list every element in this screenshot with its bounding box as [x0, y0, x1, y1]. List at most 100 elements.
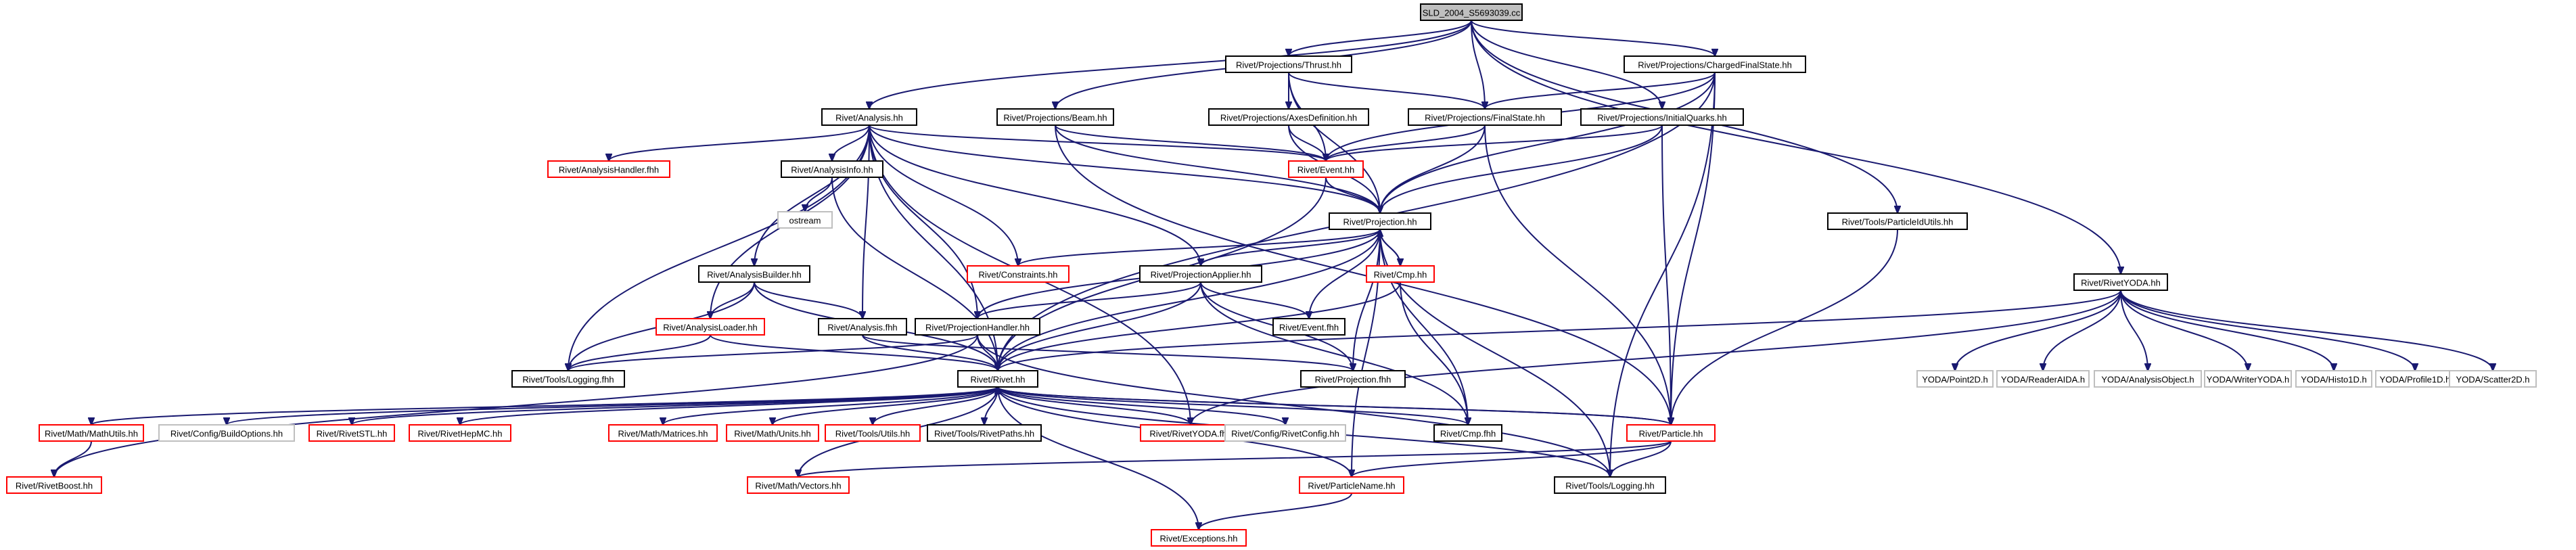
node-box — [777, 211, 833, 229]
node-box — [821, 108, 917, 126]
node-analysishandler[interactable]: Rivet/AnalysisHandler.fhh — [547, 160, 670, 178]
node-exceptions[interactable]: Rivet/Exceptions.hh — [1151, 529, 1247, 547]
edge-projection-to-cmpfhh — [1379, 229, 1468, 425]
node-buildoptions[interactable]: Rivet/Config/BuildOptions.hh — [158, 424, 295, 442]
node-eventfhh[interactable]: Rivet/Event.fhh — [1272, 318, 1346, 336]
edge-projection-to-rivethh — [998, 229, 1381, 371]
node-matrices[interactable]: Rivet/Math/Matrices.hh — [608, 424, 718, 442]
node-box — [818, 318, 907, 336]
node-analysisbuilder[interactable]: Rivet/AnalysisBuilder.hh — [698, 265, 810, 283]
node-analysisinfo[interactable]: Rivet/AnalysisInfo.hh — [781, 160, 883, 178]
edge-projectionapplier-to-rivethh — [998, 281, 1201, 371]
edge-beam-to-particlehh — [1055, 124, 1671, 425]
edge-projection-to-projectionapplier — [1201, 229, 1381, 266]
node-toolsutils[interactable]: Rivet/Tools/Utils.hh — [825, 424, 921, 442]
edge-analysis-to-analysishandler — [609, 124, 870, 161]
edge-root-to-chargedfs — [1471, 20, 1715, 56]
node-cmpfhh[interactable]: Rivet/Cmp.fhh — [1433, 424, 1502, 442]
node-constraints[interactable]: Rivet/Constraints.hh — [967, 265, 1070, 283]
node-label: Rivet/Projection.hh — [1343, 217, 1417, 227]
node-rivethepmc[interactable]: Rivet/RivetHepMC.hh — [409, 424, 511, 442]
node-particlehh[interactable]: Rivet/Particle.hh — [1626, 424, 1716, 442]
edge-rivetyodahh-to-yodareaderaida — [2043, 290, 2121, 371]
node-analysisfhh[interactable]: Rivet/Analysis.fhh — [818, 318, 907, 336]
node-thrust[interactable]: Rivet/Projections/Thrust.hh — [1225, 55, 1352, 73]
edge-beam-to-projection — [1055, 124, 1380, 213]
node-rivetstl[interactable]: Rivet/RivetSTL.hh — [308, 424, 395, 442]
edge-rivetyodahh-to-yodawriteryoda — [2120, 290, 2248, 371]
node-analysis[interactable]: Rivet/Analysis.hh — [821, 108, 917, 126]
edge-analysis-to-analysisinfo — [832, 124, 870, 161]
node-rivethh[interactable]: Rivet/Rivet.hh — [957, 370, 1038, 388]
node-cmphh[interactable]: Rivet/Cmp.hh — [1366, 265, 1435, 283]
edge-analysis-to-analysisbuilder — [754, 124, 870, 266]
node-finalstate[interactable]: Rivet/Projections/FinalState.hh — [1408, 108, 1562, 126]
edge-rivetyodahh-to-yodaanalysisobject — [2120, 290, 2148, 371]
node-label: Rivet/Analysis.hh — [835, 113, 903, 123]
edge-finalstate-to-particlehh — [1484, 124, 1671, 425]
edge-projection-to-eventfhh — [1309, 229, 1381, 319]
node-rivetpaths[interactable]: Rivet/Tools/RivetPaths.hh — [927, 424, 1042, 442]
edge-particleidutils-to-particlehh — [1671, 229, 1898, 425]
node-axesdef[interactable]: Rivet/Projections/AxesDefinition.hh — [1208, 108, 1369, 126]
node-box — [957, 370, 1038, 388]
node-box — [547, 160, 670, 178]
node-box — [747, 476, 850, 494]
node-label: Rivet/Tools/Utils.hh — [835, 429, 911, 439]
node-projectionfhh[interactable]: Rivet/Projection.fhh — [1300, 370, 1406, 388]
node-label: Rivet/Projections/ChargedFinalState.hh — [1638, 60, 1792, 70]
node-yodawriteryoda[interactable]: YODA/WriterYODA.h — [2204, 370, 2292, 388]
edge-particlename-to-exceptions — [1199, 492, 1352, 530]
edge-chargedfs-to-finalstate — [1485, 72, 1716, 109]
node-mathutils[interactable]: Rivet/Math/MathUtils.hh — [39, 424, 144, 442]
edge-initialquarks-to-event — [1326, 124, 1663, 161]
edge-thrust-to-projection — [1288, 72, 1380, 213]
edge-rivethh-to-rivetconfig — [997, 386, 1285, 425]
node-yodaprofile1d[interactable]: YODA/Profile1D.h — [2375, 370, 2455, 388]
node-event[interactable]: Rivet/Event.hh — [1288, 160, 1364, 178]
node-yodahisto1d[interactable]: YODA/Histo1D.h — [2295, 370, 2372, 388]
node-box — [608, 424, 718, 442]
node-box — [1300, 370, 1406, 388]
node-projection[interactable]: Rivet/Projection.hh — [1329, 212, 1431, 230]
edge-projectionhandler-to-logginghh — [977, 334, 1610, 477]
node-box — [656, 318, 765, 336]
node-label: YODA/Point2D.h — [1922, 375, 1988, 385]
node-projectionapplier[interactable]: Rivet/ProjectionApplier.hh — [1139, 265, 1262, 283]
node-chargedfs[interactable]: Rivet/Projections/ChargedFinalState.hh — [1624, 55, 1806, 73]
edge-projection-to-projectionfhh — [1353, 229, 1381, 371]
node-yodapoint2d[interactable]: YODA/Point2D.h — [1916, 370, 1994, 388]
node-particlename[interactable]: Rivet/ParticleName.hh — [1299, 476, 1404, 494]
node-box — [781, 160, 883, 178]
nodes-layer: SLD_2004_S5693039.ccRivet/Projections/Th… — [6, 3, 2537, 547]
node-label: Rivet/ProjectionHandler.hh — [925, 323, 1030, 333]
node-units[interactable]: Rivet/Math/Units.hh — [726, 424, 819, 442]
node-vectors[interactable]: Rivet/Math/Vectors.hh — [747, 476, 850, 494]
node-initialquarks[interactable]: Rivet/Projections/InitialQuarks.hh — [1580, 108, 1744, 126]
node-rivetyodahh[interactable]: Rivet/RivetYODA.hh — [2073, 273, 2168, 291]
edge-chargedfs-to-particlehh — [1671, 72, 1716, 425]
node-yodaanalysisobject[interactable]: YODA/AnalysisObject.h — [2094, 370, 2202, 388]
edge-root-to-thrust — [1289, 20, 1472, 56]
node-box — [1329, 212, 1431, 230]
node-particleidutils[interactable]: Rivet/Tools/ParticleIdUtils.hh — [1827, 212, 1968, 230]
node-rivetconfig[interactable]: Rivet/Config/RivetConfig.hh — [1224, 424, 1346, 442]
node-loggingfhh[interactable]: Rivet/Tools/Logging.fhh — [511, 370, 625, 388]
edge-root-to-rivetyodahh — [1471, 20, 2121, 274]
node-rivetyodafhh[interactable]: Rivet/RivetYODA.fhh — [1140, 424, 1241, 442]
node-label: YODA/Histo1D.h — [2301, 375, 2367, 385]
node-rivetboost[interactable]: Rivet/RivetBoost.hh — [6, 476, 102, 494]
node-ostream[interactable]: ostream — [777, 211, 833, 229]
node-logginghh[interactable]: Rivet/Tools/Logging.hh — [1554, 476, 1666, 494]
node-label: Rivet/Projections/InitialQuarks.hh — [1597, 113, 1726, 123]
node-root[interactable]: SLD_2004_S5693039.cc — [1420, 3, 1523, 21]
node-label: Rivet/RivetYODA.fhh — [1149, 429, 1231, 439]
node-projectionhandler[interactable]: Rivet/ProjectionHandler.hh — [915, 318, 1040, 336]
node-label: ostream — [789, 216, 821, 226]
node-analysisloader[interactable]: Rivet/AnalysisLoader.hh — [656, 318, 765, 336]
node-beam[interactable]: Rivet/Projections/Beam.hh — [996, 108, 1114, 126]
node-yodascatter2d[interactable]: YODA/Scatter2D.h — [2449, 370, 2537, 388]
node-label: Rivet/RivetHepMC.hh — [418, 429, 503, 439]
node-yodareaderaida[interactable]: YODA/ReaderAIDA.h — [1996, 370, 2090, 388]
